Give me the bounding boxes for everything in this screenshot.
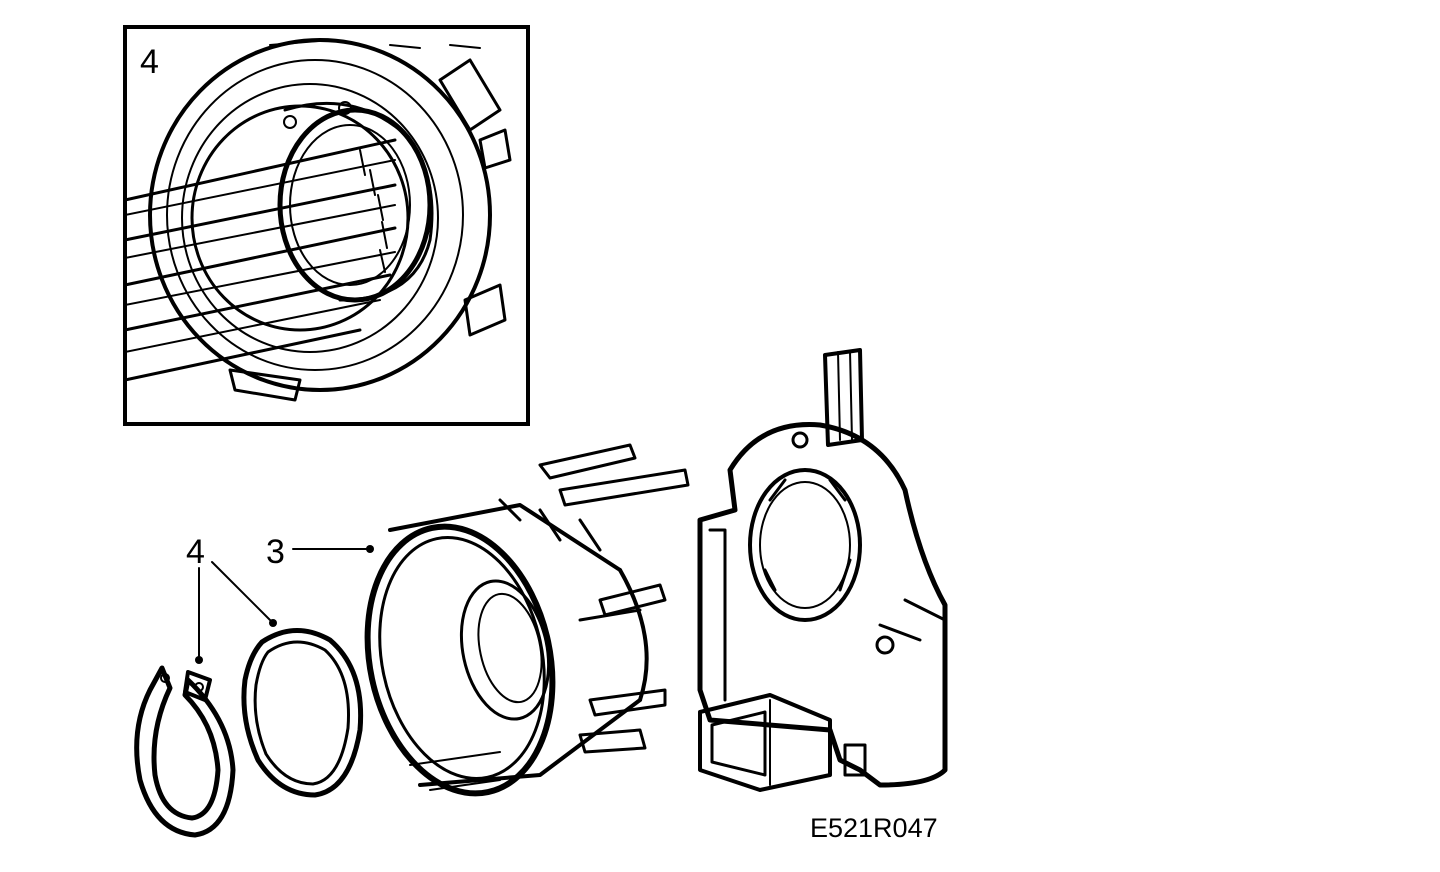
callout-retaining-ring: 4 bbox=[186, 533, 277, 664]
sensor-connector bbox=[698, 693, 832, 792]
housing-inner-bore bbox=[459, 579, 551, 721]
leader-dot-seal bbox=[269, 619, 277, 627]
callout-label-4: 4 bbox=[186, 533, 205, 571]
seal-ring bbox=[241, 628, 364, 798]
leader-dot-housing bbox=[366, 545, 374, 553]
inset-detail: 4 bbox=[123, 25, 530, 426]
figure-code: E521R047 bbox=[810, 813, 938, 843]
leader-line-seal bbox=[211, 561, 273, 623]
housing-outer-rim bbox=[364, 523, 556, 797]
sensor-center-opening bbox=[748, 468, 862, 622]
inset-clip-ring bbox=[283, 101, 434, 302]
mounting-hole-top bbox=[791, 431, 809, 449]
leader-dot-circlip bbox=[195, 656, 203, 664]
mounting-hole-right bbox=[875, 635, 895, 655]
inset-callout-label: 4 bbox=[140, 43, 159, 81]
inset-illustration bbox=[125, 38, 512, 402]
inset-frame bbox=[123, 25, 530, 426]
sensor-housing bbox=[364, 443, 690, 797]
callout-sensor-housing: 3 bbox=[266, 533, 374, 571]
retaining-circlip bbox=[134, 665, 236, 838]
steering-angle-sensor bbox=[697, 348, 948, 792]
inset-splined-shaft bbox=[125, 138, 397, 382]
sensor-body bbox=[697, 422, 948, 788]
callout-label-3: 3 bbox=[266, 533, 285, 571]
